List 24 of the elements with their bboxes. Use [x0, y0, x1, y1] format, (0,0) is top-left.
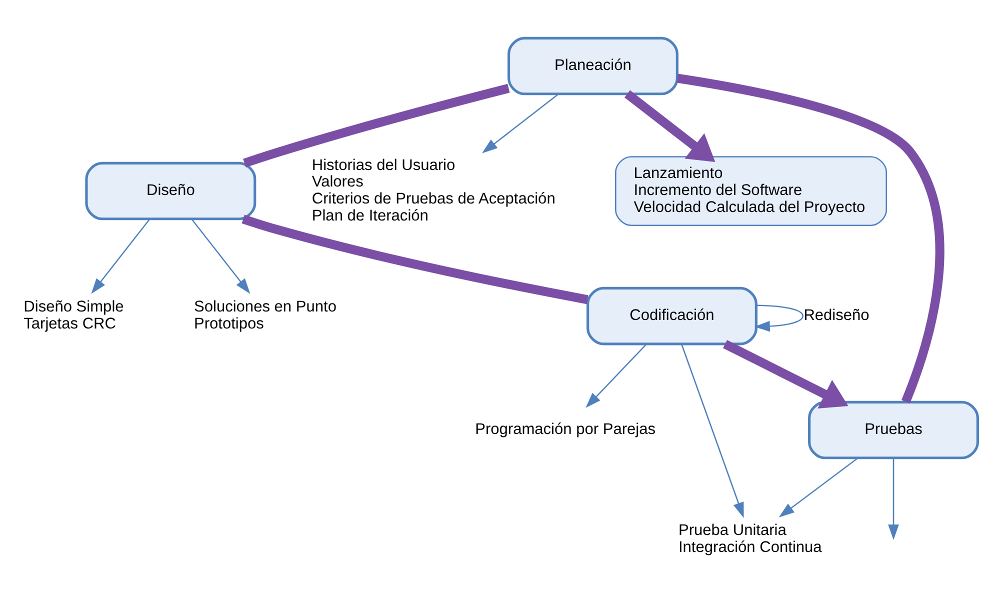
- arrow: [190, 218, 250, 294]
- arrow: [624, 90, 716, 162]
- arrow: [723, 339, 848, 408]
- arrow: [91, 218, 150, 294]
- node-box: Lanzamiento Incremento del Software Velocidad Calculada del Proyecto: [615, 156, 888, 226]
- connector: [242, 214, 588, 304]
- connector: [243, 83, 510, 167]
- connector: [676, 73, 944, 403]
- node-text: Programación por Parejas: [475, 420, 656, 438]
- arrow: [680, 343, 744, 518]
- node-text: Diseño Simple Tarjetas CRC: [24, 298, 124, 332]
- node-box: Planeación: [507, 36, 678, 95]
- arrow: [778, 457, 858, 517]
- edge-label: Rediseño: [804, 306, 870, 324]
- arrow: [888, 458, 899, 540]
- arrow: [754, 304, 804, 332]
- node-text: Soluciones en Punto Prototipos: [194, 298, 336, 332]
- node-box: Pruebas: [808, 400, 979, 459]
- arrow: [586, 343, 647, 408]
- node-text: Historias del Usuario Valores Criterios de Pruebas de Aceptación Plan de Iteración: [312, 156, 556, 224]
- node-box: Diseño: [85, 161, 256, 220]
- node-box: Codificación: [586, 286, 758, 345]
- arrow: [482, 92, 560, 153]
- node-text: Prueba Unitaria Integración Continua: [678, 522, 822, 556]
